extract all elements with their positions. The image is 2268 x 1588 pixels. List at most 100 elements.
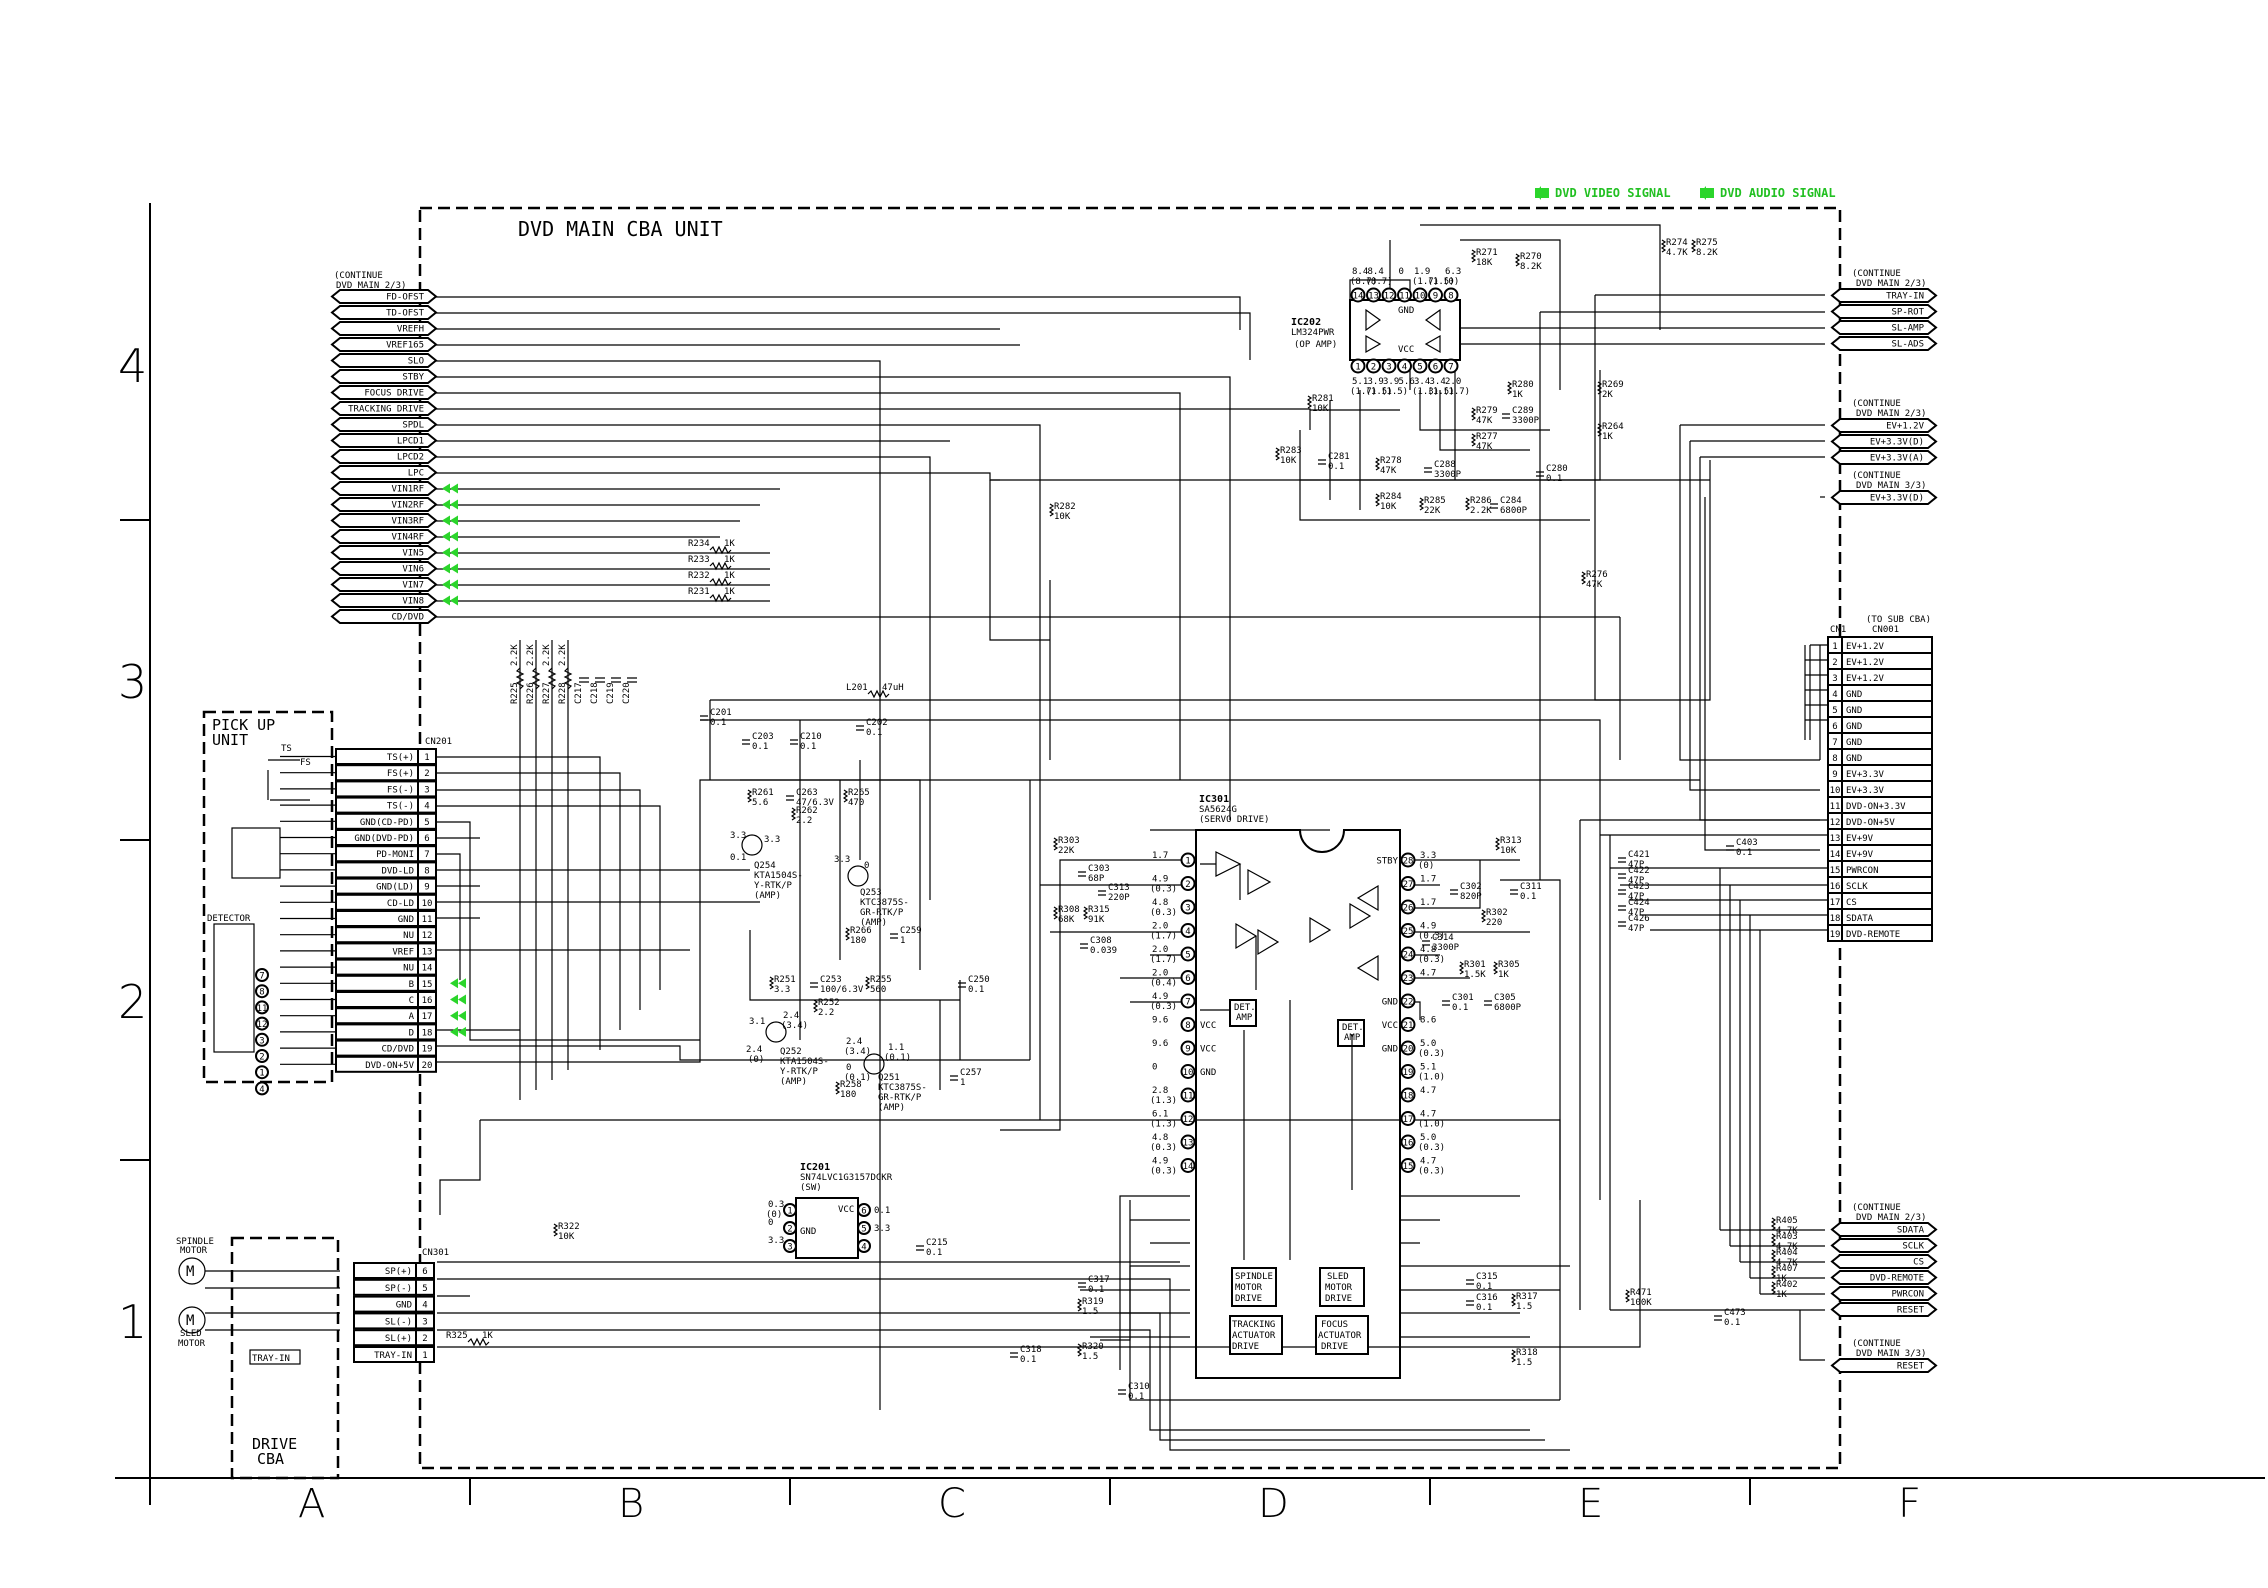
cn201-pin-num-2: 2 xyxy=(424,769,429,779)
cn201-pin-label-19: CD/DVD xyxy=(381,1045,414,1055)
capacitor-symbol-c202 xyxy=(856,725,864,731)
resistor-symbol-r281 xyxy=(1306,395,1313,409)
capacitor-symbol-c201 xyxy=(700,715,708,721)
left-signal-green-14 xyxy=(442,515,450,526)
cn201-pin-label-16: C xyxy=(409,996,414,1006)
detector-label: DETECTOR xyxy=(207,914,251,924)
ic301-right-label-28: STBY xyxy=(1376,857,1398,867)
component-ref-r252: R252 xyxy=(818,998,840,1008)
component-ref-c201: C201 xyxy=(710,708,732,718)
component-val-r277: 47K xyxy=(1476,442,1493,452)
left-signal-12-shape xyxy=(330,481,438,496)
left-signal-7: TRACKING DRIVE xyxy=(330,401,438,416)
ic301-right-pin-num-24: 24 xyxy=(1403,951,1414,961)
left-signal-17-text: VIN6 xyxy=(402,565,424,575)
left-signal-3-text: VREF165 xyxy=(386,341,424,351)
q252-v3b: (0) xyxy=(748,1055,764,1065)
ic301-left-v2-13: (0.3) xyxy=(1150,1143,1177,1153)
left-signal-13-shape xyxy=(330,497,438,512)
ic202-top-v2-10: (1.7) xyxy=(1412,277,1439,287)
cn301-pin-num-1: 1 xyxy=(422,1351,427,1361)
ic301-right-v-15: 4.7 xyxy=(1420,1157,1436,1167)
resistor-symbol-r305 xyxy=(1492,961,1499,975)
ic201-right-pin-num-4: 4 xyxy=(861,1243,866,1253)
q252-ref: Q252 xyxy=(780,1047,802,1057)
component-ref-r227: R227 xyxy=(542,682,552,704)
left-signal-10-shape xyxy=(330,449,438,464)
resistor-symbol-r284 xyxy=(1374,493,1381,507)
cn1-pin-label-17: CS xyxy=(1846,898,1857,908)
ic301-right-pin-num-15: 15 xyxy=(1403,1162,1414,1172)
ic301-right-pin-num-23: 23 xyxy=(1403,974,1414,984)
component-val-r302: 220 xyxy=(1486,918,1502,928)
ic301-right-v-16: 5.0 xyxy=(1420,1133,1436,1143)
q254-v1: 3.3 xyxy=(730,831,746,841)
resistor-symbol-r258 xyxy=(834,1081,841,1095)
capacitor-symbol-c311 xyxy=(1510,889,1518,895)
component-ref-r281: R281 xyxy=(1312,394,1334,404)
cn301-pin-label-4: GND xyxy=(396,1301,412,1311)
resistor-symbol-r320 xyxy=(1076,1343,1083,1357)
component-ref-r270: R270 xyxy=(1520,252,1542,262)
component-ref-r402: R402 xyxy=(1776,1280,1798,1290)
component-ref-r225: R225 xyxy=(510,682,520,704)
cn201-pin-label-6: GND(DVD-PD) xyxy=(354,834,414,844)
component-ref-c301: C301 xyxy=(1452,993,1474,1003)
resistor-symbol-r270 xyxy=(1514,253,1521,267)
resistor-symbol-r226 xyxy=(531,667,541,690)
ic201-left-pin-1 xyxy=(783,1203,797,1217)
cn1-ref: (TO SUB CBA) xyxy=(1866,615,1931,625)
ic301-left-pin-5 xyxy=(1180,946,1196,962)
right-bottom-signal-2: CS xyxy=(1830,1254,1938,1269)
cn301-pin-label-2: SL(+) xyxy=(385,1334,412,1344)
cn201-green-15 xyxy=(450,978,458,989)
ic301-part: SA5624G xyxy=(1199,805,1237,815)
capacitor-symbol-c423 xyxy=(1618,889,1626,895)
ic201-body xyxy=(795,1197,859,1259)
ic201-part: SN74LVC1G3157DCKR xyxy=(800,1173,893,1183)
right-power-signal-3-shape xyxy=(1830,490,1938,505)
q254-v3: 0.1 xyxy=(730,853,746,863)
q251-v1b: (3.4) xyxy=(844,1047,871,1057)
component-val-r281: 10K xyxy=(1312,404,1329,414)
dvd-main-border xyxy=(418,206,1842,1470)
cn201-green-17-b xyxy=(458,1010,466,1021)
component-ref-r283: R283 xyxy=(1280,446,1302,456)
transistor-q252: Q252 KTA1504S- Y-RTK/P (AMP) 3.1 2.4 (3.… xyxy=(746,1011,829,1087)
left-signal-4-shape xyxy=(330,353,438,368)
cn201-num-box-10 xyxy=(417,893,437,911)
left-signal-6-text: FOCUS DRIVE xyxy=(364,389,424,399)
resistor-symbol-r255 xyxy=(864,976,871,990)
ic301-right-v-25: 4.9 xyxy=(1420,922,1436,932)
ic201-func: (SW) xyxy=(800,1183,822,1193)
spindle-label2: MOTOR xyxy=(180,1246,208,1256)
ic201-right-pin-num-6: 6 xyxy=(861,1207,866,1217)
component-c220: C220 xyxy=(622,677,637,704)
ic201: IC201 SN74LVC1G3157DCKR (SW) GND VCC xyxy=(795,1162,893,1259)
capacitor-symbol-c305 xyxy=(1484,1000,1492,1006)
component-val-r274: 4.7K xyxy=(1666,248,1688,258)
component-ref-c250: C250 xyxy=(968,975,990,985)
tracking-block-3: DRIVE xyxy=(1232,1342,1259,1352)
resistor-symbol-r274 xyxy=(1660,239,1667,253)
cn1-pin-num-18: 18 xyxy=(1830,914,1841,924)
ic201-name: IC201 xyxy=(800,1162,830,1173)
resistor-symbol-r302 xyxy=(1480,909,1487,923)
ic202-top-v-13: 8.4 xyxy=(1368,267,1384,277)
left-signal-6: FOCUS DRIVE xyxy=(330,385,438,400)
cn301-num-box-4 xyxy=(415,1295,435,1313)
ic301-left-label-8: VCC xyxy=(1200,1021,1216,1031)
ic202-bot-v-3: 3.9 xyxy=(1383,377,1399,387)
left-signal-12-text: VIN1RF xyxy=(391,485,424,495)
left-signal-11-text: LPC xyxy=(408,469,424,479)
resistor-symbol-r402 xyxy=(1770,1281,1777,1295)
